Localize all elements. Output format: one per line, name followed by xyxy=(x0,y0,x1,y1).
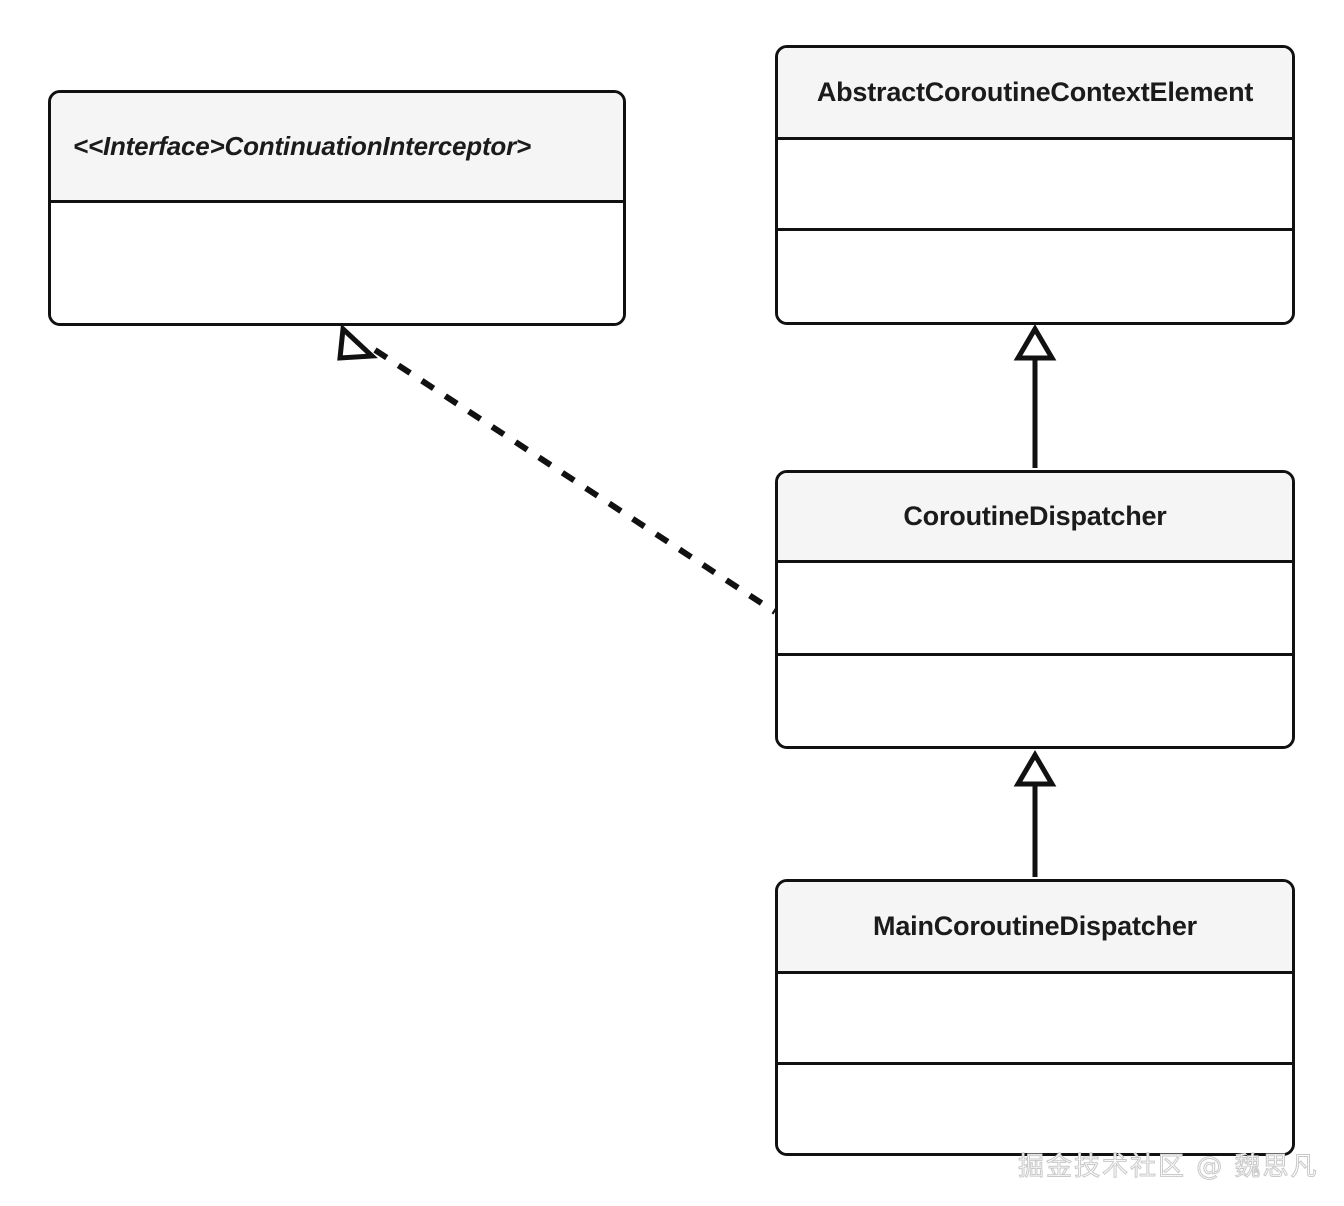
class-name-continuation-interceptor: <<Interface>ContinuationInterceptor> xyxy=(73,131,532,161)
generalization-main-extends-dispatcher xyxy=(1013,750,1057,877)
hollow-triangle-arrowhead-icon xyxy=(1013,750,1057,787)
class-operations-compartment xyxy=(778,656,1292,746)
class-title-compartment: CoroutineDispatcher xyxy=(778,473,1292,563)
hollow-triangle-arrowhead-icon xyxy=(337,323,378,361)
class-operations-compartment xyxy=(778,231,1292,322)
class-box-main-coroutine-dispatcher[interactable]: MainCoroutineDispatcher xyxy=(775,879,1295,1156)
class-box-coroutine-dispatcher[interactable]: CoroutineDispatcher xyxy=(775,470,1295,749)
class-attributes-compartment xyxy=(778,974,1292,1065)
class-box-continuation-interceptor[interactable]: <<Interface>ContinuationInterceptor> xyxy=(48,90,626,326)
hollow-triangle-arrowhead-icon xyxy=(1013,324,1057,361)
class-attributes-compartment xyxy=(778,140,1292,231)
class-name-abstract-coroutine-context-element: AbstractCoroutineContextElement xyxy=(816,77,1254,107)
class-name-main-coroutine-dispatcher: MainCoroutineDispatcher xyxy=(873,911,1197,941)
class-title-compartment: <<Interface>ContinuationInterceptor> xyxy=(51,93,623,203)
class-name-coroutine-dispatcher: CoroutineDispatcher xyxy=(903,501,1167,531)
class-box-abstract-coroutine-context-element[interactable]: AbstractCoroutineContextElement xyxy=(775,45,1295,325)
class-attributes-compartment xyxy=(51,203,623,323)
class-attributes-compartment xyxy=(778,563,1292,656)
realization-dashed-line xyxy=(373,347,777,615)
class-title-compartment: MainCoroutineDispatcher xyxy=(778,882,1292,974)
realization-dispatcher-implements-interceptor xyxy=(337,323,777,615)
class-operations-compartment xyxy=(778,1065,1292,1153)
generalization-dispatcher-extends-context-element xyxy=(1013,324,1057,468)
class-title-compartment: AbstractCoroutineContextElement xyxy=(778,48,1292,140)
